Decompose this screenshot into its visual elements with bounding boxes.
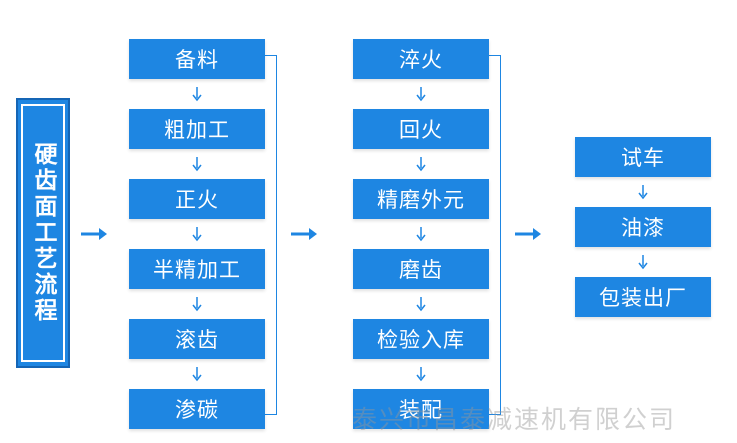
step-label: 粗加工 [164, 118, 230, 142]
arrow-right-icon [291, 228, 317, 240]
step-box: 备料 [129, 39, 265, 79]
step-label: 试车 [621, 146, 665, 170]
step-label: 半精加工 [153, 258, 241, 282]
arrow-down-icon [638, 185, 648, 200]
watermark: 泰兴市昌泰减速机有限公司 [352, 405, 677, 434]
arrow-down-icon [192, 367, 202, 382]
step-label: 备料 [175, 48, 219, 72]
step-label: 包装出厂 [599, 286, 687, 310]
arrow-right-icon [515, 228, 541, 240]
process-title-frame: 硬齿面工艺流程 [21, 104, 65, 362]
step-box: 渗碳 [129, 389, 265, 429]
step-box: 正火 [129, 179, 265, 219]
arrow-down-icon [416, 157, 426, 172]
arrow-down-icon [192, 157, 202, 172]
column2-bracket [489, 55, 501, 415]
column1-bracket [265, 55, 277, 415]
step-label: 油漆 [621, 216, 665, 240]
step-box: 检验入库 [353, 319, 489, 359]
arrow-down-icon [192, 297, 202, 312]
arrow-down-icon [416, 87, 426, 102]
step-label: 精磨外元 [377, 188, 465, 212]
step-box: 试车 [575, 137, 711, 177]
arrow-down-icon [416, 367, 426, 382]
step-label: 回火 [399, 118, 443, 142]
step-label: 渗碳 [175, 398, 219, 422]
process-title: 硬齿面工艺流程 [30, 142, 56, 324]
step-box: 包装出厂 [575, 277, 711, 317]
step-box: 磨齿 [353, 249, 489, 289]
arrow-right-icon [81, 228, 107, 240]
process-title-box: 硬齿面工艺流程 [16, 98, 70, 368]
step-box: 精磨外元 [353, 179, 489, 219]
arrow-down-icon [192, 227, 202, 242]
step-box: 滚齿 [129, 319, 265, 359]
step-label: 滚齿 [175, 328, 219, 352]
step-box: 粗加工 [129, 109, 265, 149]
step-box: 半精加工 [129, 249, 265, 289]
step-label: 淬火 [399, 48, 443, 72]
arrow-down-icon [192, 87, 202, 102]
arrow-down-icon [416, 227, 426, 242]
step-label: 磨齿 [399, 258, 443, 282]
step-box: 油漆 [575, 207, 711, 247]
step-label: 检验入库 [377, 328, 465, 352]
step-label: 装配 [399, 398, 443, 422]
step-label: 正火 [175, 188, 219, 212]
step-box: 淬火 [353, 39, 489, 79]
arrow-down-icon [416, 297, 426, 312]
step-box: 回火 [353, 109, 489, 149]
step-box: 装配 [353, 389, 489, 429]
arrow-down-icon [638, 255, 648, 270]
